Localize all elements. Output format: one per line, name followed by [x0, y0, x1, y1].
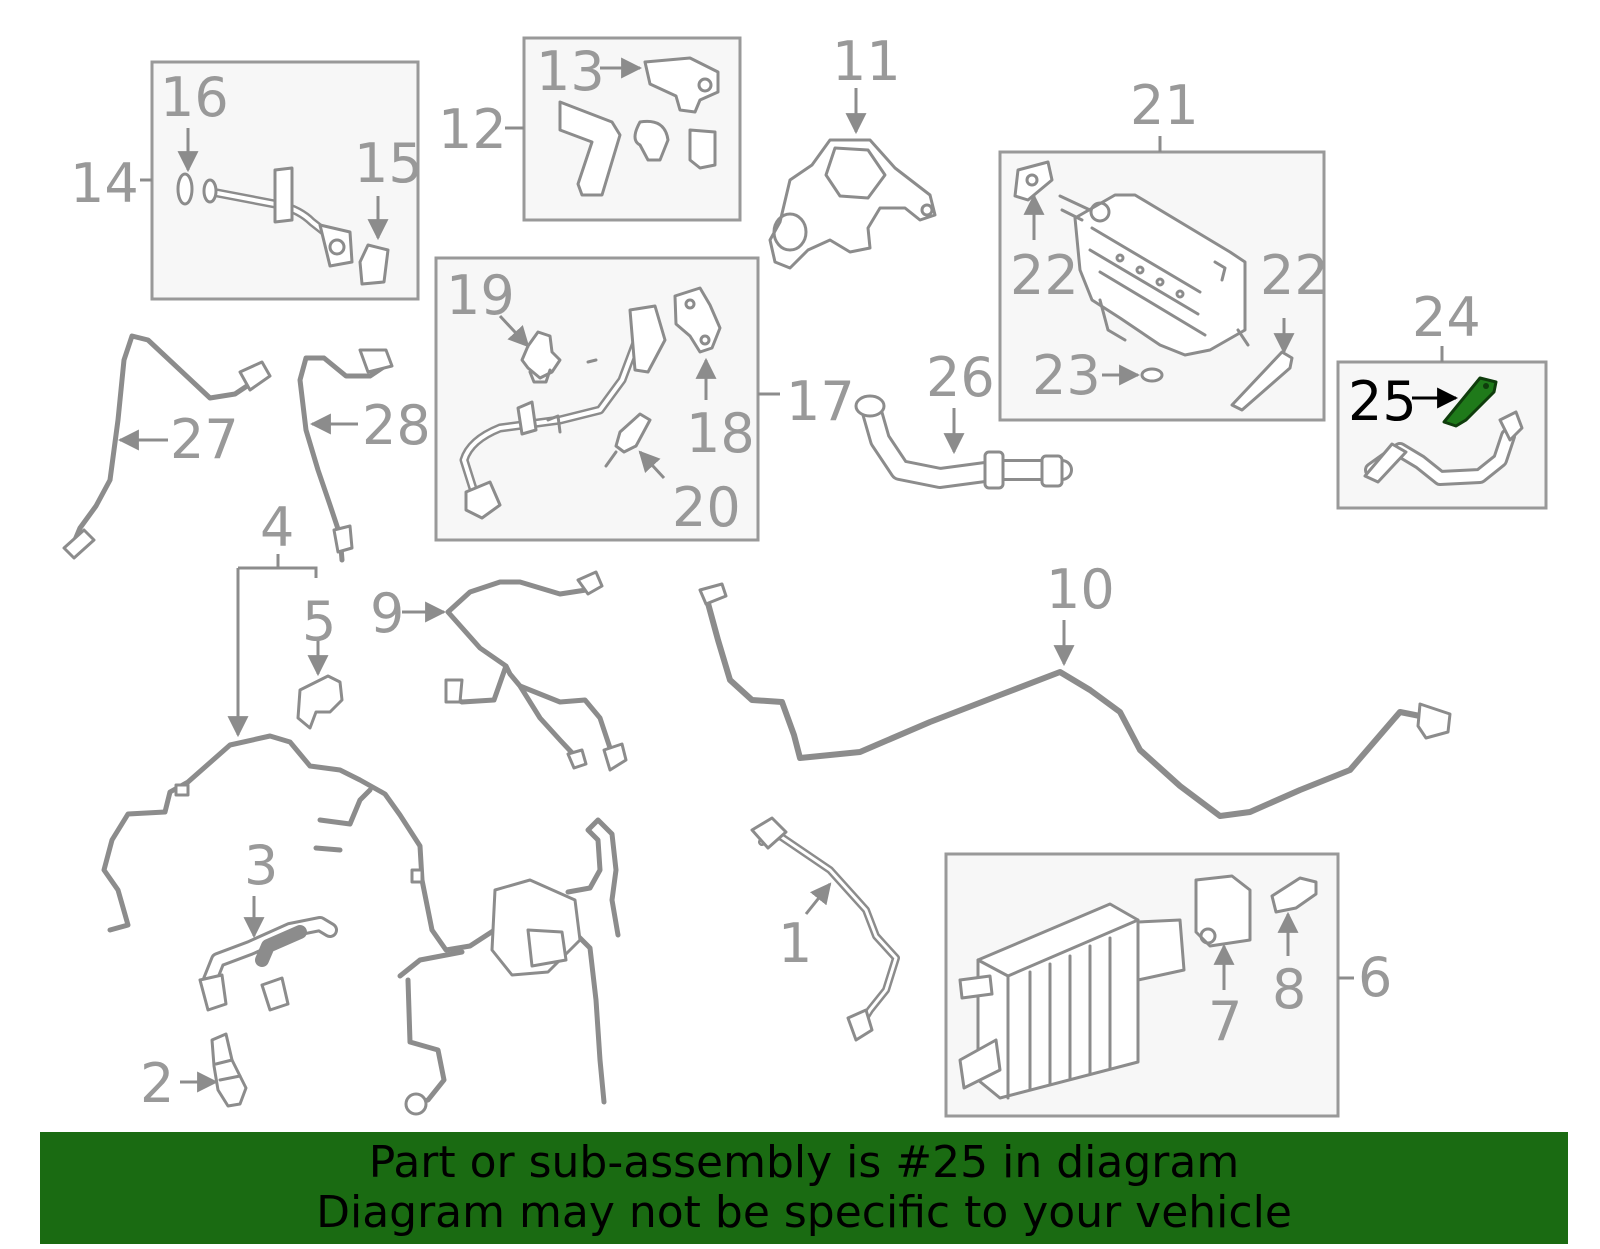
- callout-1[interactable]: 1: [778, 912, 812, 975]
- oring-part-23[interactable]: [1140, 367, 1164, 383]
- oring-part-16[interactable]: [176, 172, 194, 206]
- callout-22-left[interactable]: 22: [1010, 244, 1079, 307]
- callout-14[interactable]: 14: [70, 152, 139, 215]
- callout-6[interactable]: 6: [1358, 946, 1392, 1009]
- egr-tube-part-14[interactable]: [202, 166, 354, 268]
- callout-4[interactable]: 4: [260, 496, 294, 559]
- callout-17[interactable]: 17: [786, 370, 855, 433]
- hose-part-3[interactable]: [198, 916, 338, 1012]
- group-box-17: [434, 256, 780, 542]
- callout-27[interactable]: 27: [170, 408, 239, 471]
- callout-25[interactable]: 25: [1348, 370, 1417, 433]
- valve-part-2[interactable]: [210, 1032, 248, 1108]
- callout-labels: 16 14 15 13 12 11 21 22 22 23 24 25 26 1…: [70, 30, 1481, 1115]
- group-box-6: [944, 852, 1354, 1118]
- callout-16[interactable]: 16: [160, 66, 229, 129]
- clip-part-5[interactable]: [296, 674, 344, 730]
- callout-22-right[interactable]: 22: [1260, 244, 1329, 307]
- callout-3[interactable]: 3: [244, 834, 278, 897]
- callout-21[interactable]: 21: [1130, 74, 1199, 137]
- callout-13[interactable]: 13: [536, 40, 605, 103]
- callout-23[interactable]: 23: [1032, 344, 1101, 407]
- callout-20[interactable]: 20: [672, 476, 741, 539]
- callout-26[interactable]: 26: [926, 346, 995, 409]
- group-box-24: [1336, 346, 1548, 510]
- group-box-12: [505, 36, 742, 222]
- canister-part-6[interactable]: [958, 902, 1186, 1100]
- egr-valve-part-11[interactable]: [768, 138, 937, 270]
- hose-part-26[interactable]: [854, 394, 1073, 490]
- callout-15[interactable]: 15: [354, 132, 423, 195]
- tube-part-10[interactable]: [698, 582, 1452, 819]
- wiring-harness-part-9[interactable]: [444, 570, 628, 772]
- callout-11[interactable]: 11: [832, 30, 901, 93]
- callout-18[interactable]: 18: [686, 402, 755, 465]
- gasket-part-15[interactable]: [358, 243, 390, 286]
- sensor-part-7[interactable]: [1194, 874, 1252, 948]
- tube-part-1[interactable]: [750, 816, 900, 1042]
- callout-7[interactable]: 7: [1208, 990, 1242, 1053]
- banner-line-1: Part or sub-assembly is #25 in diagram: [368, 1137, 1240, 1188]
- callout-19[interactable]: 19: [446, 264, 515, 327]
- temp-sensor-part-20[interactable]: [604, 412, 652, 468]
- connector-part-8[interactable]: [1270, 876, 1318, 914]
- callout-12[interactable]: 12: [438, 98, 507, 161]
- egr-cooler-part-21[interactable]: [1058, 193, 1250, 357]
- gasket-part-22-left[interactable]: [1013, 160, 1054, 202]
- egr-tube-part-24[interactable]: [1363, 410, 1524, 486]
- o2-sensor-part-27[interactable]: [62, 333, 272, 560]
- gasket-part-22-right[interactable]: [1230, 350, 1294, 412]
- group-box-14: [140, 60, 420, 301]
- callout-9[interactable]: 9: [370, 582, 404, 645]
- o2-sensor-part-28[interactable]: [297, 348, 394, 563]
- callout-24[interactable]: 24: [1412, 286, 1481, 349]
- gasket-part-18[interactable]: [673, 286, 722, 354]
- callout-8[interactable]: 8: [1272, 958, 1306, 1021]
- egr-gasket-part-25-highlighted[interactable]: [1442, 376, 1498, 428]
- info-banner: Part or sub-assembly is #25 in diagram D…: [40, 1132, 1568, 1244]
- banner-line-2: Diagram may not be specific to your vehi…: [316, 1187, 1292, 1238]
- callout-28[interactable]: 28: [362, 394, 431, 457]
- pressure-sensor-part-13[interactable]: [643, 56, 720, 114]
- callout-10[interactable]: 10: [1046, 558, 1115, 621]
- egr-pipe-part-17[interactable]: [459, 304, 667, 520]
- bracket-part-12[interactable]: [558, 100, 717, 197]
- group-box-21: [998, 136, 1326, 422]
- sensor-part-19[interactable]: [520, 330, 562, 384]
- wiring-harness-part-4[interactable]: [101, 733, 621, 1116]
- callout-5[interactable]: 5: [302, 590, 336, 653]
- callout-2[interactable]: 2: [140, 1052, 174, 1115]
